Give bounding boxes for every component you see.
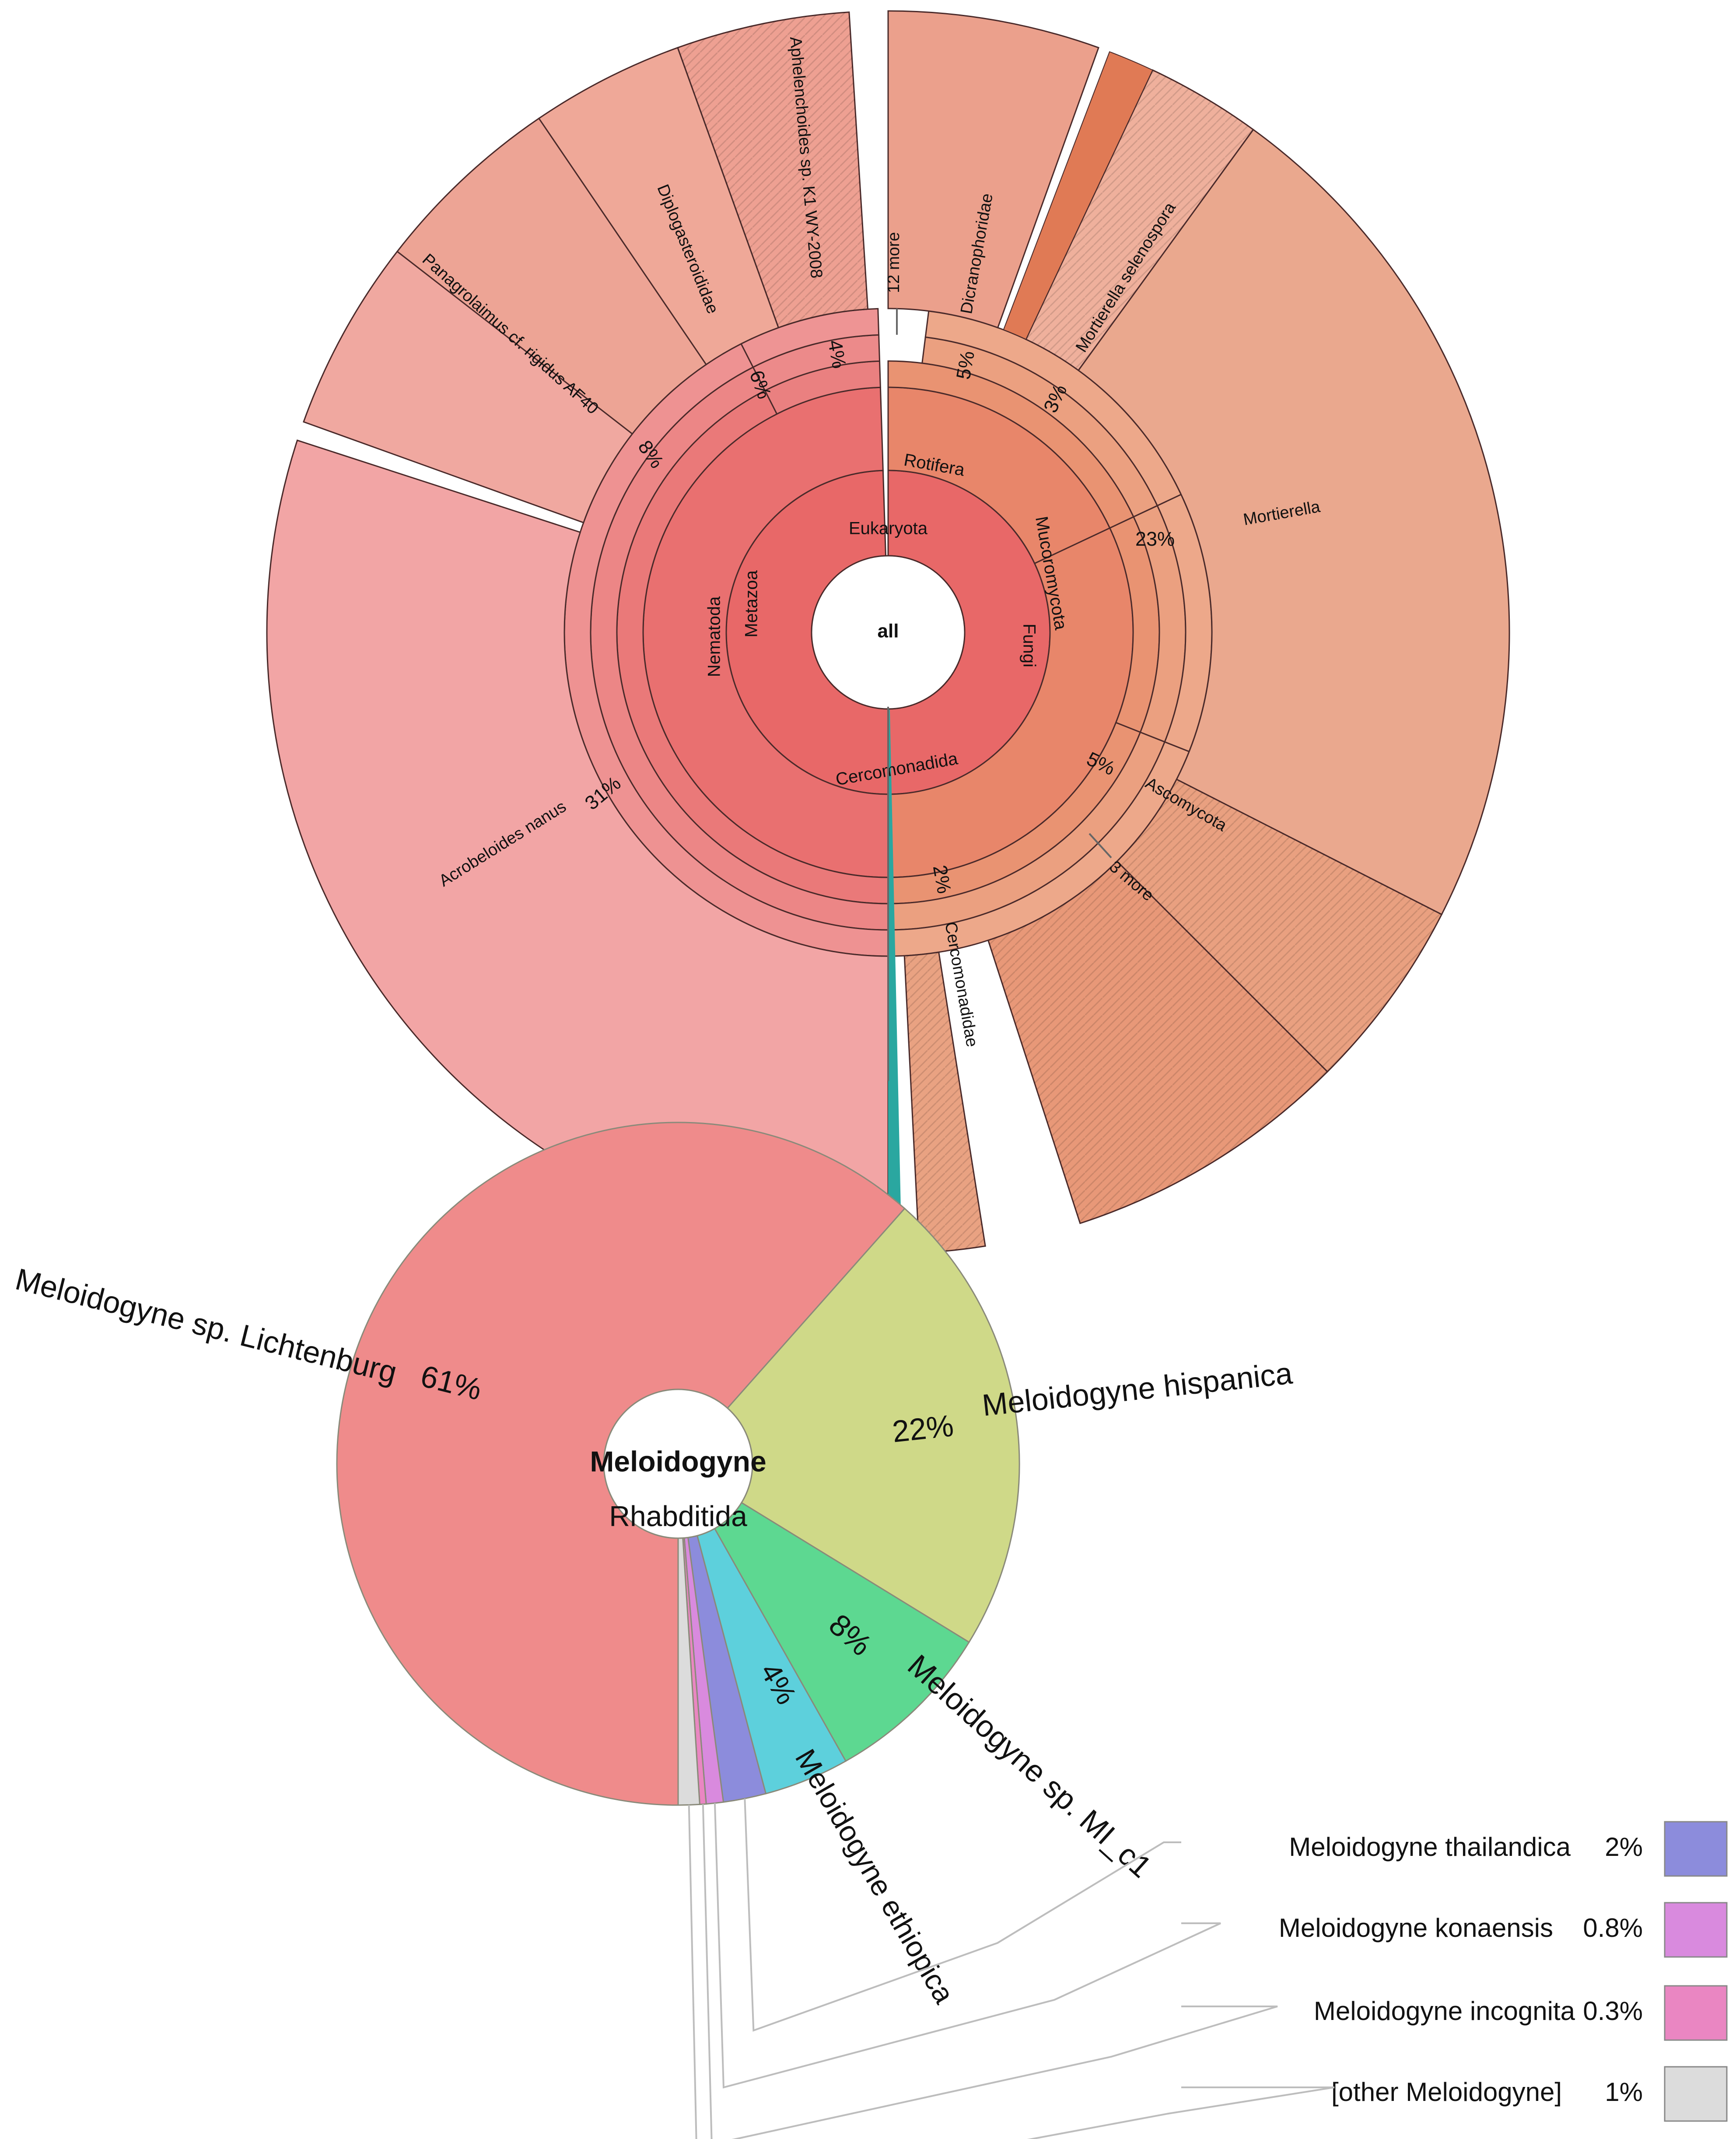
- ring-label-nematoda: Nematoda: [705, 596, 724, 677]
- legend-percent: 0.8%: [1583, 1913, 1643, 1943]
- sunburst-center-label: all: [878, 621, 899, 642]
- legend-name: Meloidogyne thailandica: [1289, 1832, 1571, 1862]
- legend-name: Meloidogyne konaensis: [1279, 1913, 1553, 1943]
- pie-slice-name: Meloidogyne hispanica: [980, 1356, 1294, 1423]
- sunburst-leaf[interactable]: [887, 10, 1099, 329]
- sunburst-leaf-hatch: [677, 12, 868, 328]
- pie-slice-name: Meloidogyne sp. Lichtenburg: [12, 1262, 400, 1390]
- ring-label-metazoa: Metazoa: [742, 570, 761, 638]
- legend-percent: 1%: [1605, 2077, 1643, 2107]
- ring-label-eukaryota: Eukaryota: [849, 519, 928, 538]
- pie-parent-label: Rhabditida: [609, 1500, 747, 1532]
- sunburst-leaf-hatch: [1117, 779, 1442, 1072]
- leaf-percent: 2%: [929, 863, 956, 895]
- leaf-percent: 5%: [952, 349, 979, 381]
- ring-label-fungi: Fungi: [1019, 624, 1039, 667]
- pie-center-label: Meloidogyne: [590, 1445, 766, 1477]
- legend-swatch[interactable]: [1664, 1821, 1728, 1877]
- sunburst-leaf-hatch: [904, 952, 986, 1253]
- legend-name: Meloidogyne incognita: [1314, 1996, 1575, 2026]
- pie-slice-percent: 22%: [891, 1408, 955, 1448]
- legend-swatch[interactable]: [1664, 2066, 1728, 2122]
- legend-swatch[interactable]: [1664, 1902, 1728, 1958]
- legend-leader-line: [702, 1804, 1278, 2139]
- sunburst-leaf-hatch: [988, 861, 1328, 1224]
- leader-line: [1088, 833, 1112, 859]
- leaf-percent: 23%: [1135, 528, 1175, 550]
- legend-percent: 2%: [1605, 1832, 1643, 1862]
- sunburst-leaf-hatch: [1026, 70, 1253, 371]
- pie-slice-name: Meloidogyne ethiopica: [789, 1743, 961, 2009]
- legend-swatch[interactable]: [1664, 1985, 1728, 2041]
- sunburst-sliver[interactable]: [888, 708, 902, 1254]
- sunburst-sliver[interactable]: [1003, 51, 1153, 340]
- sunburst-leaf[interactable]: [1077, 129, 1510, 915]
- legend-leader-line: [688, 1805, 1335, 2139]
- legend-leader-line: [744, 1798, 1181, 2032]
- pie-slice-name: Meloidogyne sp. MI_c1: [901, 1648, 1158, 1884]
- leaf-name: 12 more: [885, 232, 903, 293]
- leaf-percent: 4%: [824, 338, 851, 370]
- sunburst-chart: allEukaryotaMetazoaFungiCercomonadidaNem…: [266, 10, 1510, 1255]
- legend-leader-line: [714, 1803, 1221, 2089]
- legend-name: [other Meloidogyne]: [1331, 2077, 1562, 2107]
- pie-center[interactable]: [603, 1389, 753, 1539]
- legend-percent: 0.3%: [1583, 1996, 1643, 2026]
